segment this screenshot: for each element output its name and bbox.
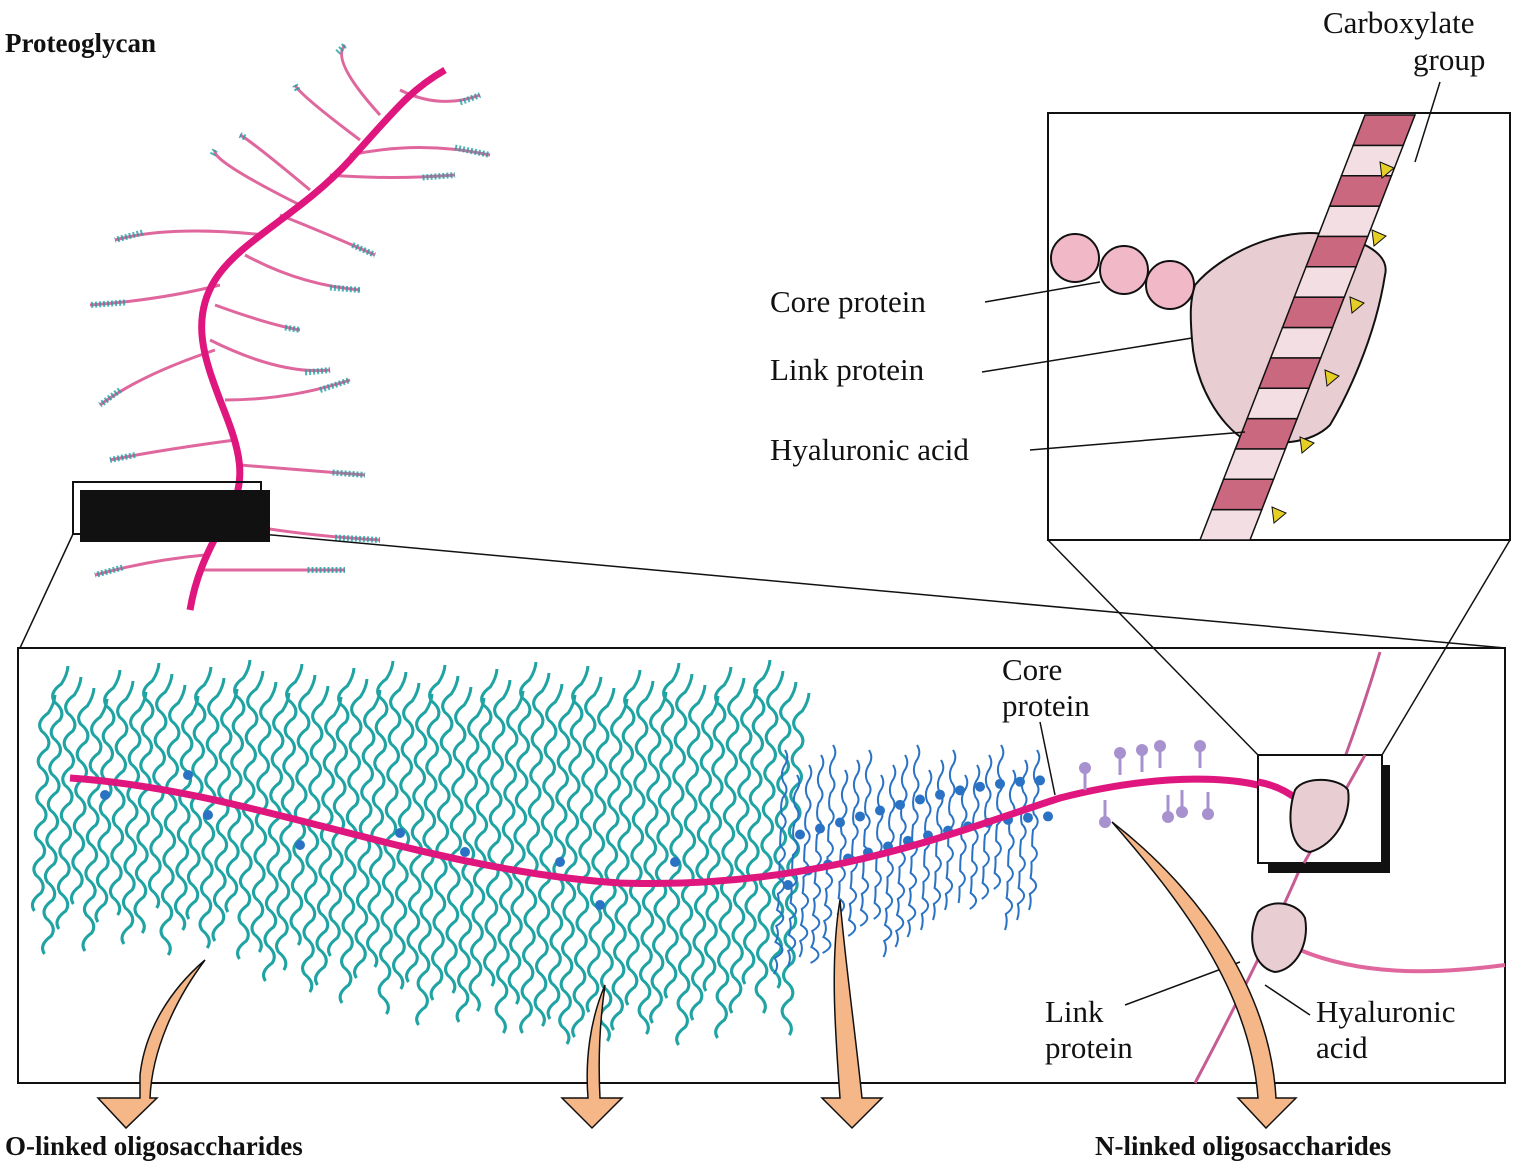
carboxylate-label-line2: group bbox=[1413, 42, 1485, 77]
chain-attachment-knob bbox=[1015, 777, 1025, 787]
proteoglycan-branch bbox=[100, 350, 215, 405]
chain-attachment-knob bbox=[895, 800, 905, 810]
inset-core-protein-label: Core protein bbox=[770, 284, 926, 319]
hyaluronic-acid-label-line2: acid bbox=[1316, 1030, 1368, 1065]
inset-link-protein-label: Link protein bbox=[770, 352, 925, 387]
carboxylate-label-line1: Carboxylate bbox=[1323, 5, 1475, 40]
hyaluronic-acid-segment bbox=[1212, 479, 1274, 509]
zoom-connector-left bbox=[20, 534, 73, 648]
chain-attachment-knob bbox=[1043, 811, 1053, 821]
hyaluronic-acid-segment bbox=[1224, 449, 1286, 479]
chain-attachment-knob bbox=[975, 782, 985, 792]
chain-attachment-knob bbox=[835, 818, 845, 828]
chain-attachment-knob bbox=[855, 811, 865, 821]
n-linked-sugar bbox=[1194, 740, 1206, 752]
inset-hyaluronic-acid-label: Hyaluronic acid bbox=[770, 432, 969, 467]
o-linked-oligosaccharides-label: O-linked oligosaccharides bbox=[5, 1131, 303, 1161]
chain-attachment-knob bbox=[955, 785, 965, 795]
n-linked-sugar bbox=[1136, 744, 1148, 756]
hyaluronic-acid-label-line1: Hyaluronic bbox=[1316, 994, 1455, 1029]
link-protein-label-line2: protein bbox=[1045, 1030, 1133, 1065]
chain-attachment-knob bbox=[815, 824, 825, 834]
n-linked-sugar bbox=[1176, 806, 1188, 818]
chain-attachment-knob bbox=[1023, 813, 1033, 823]
chain-attachment-knob bbox=[670, 857, 680, 867]
hyaluronic-acid-segment bbox=[1294, 267, 1356, 297]
n-linked-sugar bbox=[1114, 747, 1126, 759]
chain-attachment-knob bbox=[935, 790, 945, 800]
chain-attachment-knob bbox=[995, 779, 1005, 789]
n-linked-sugar bbox=[1099, 816, 1111, 828]
hyaluronic-acid-segment bbox=[1200, 510, 1262, 540]
proteoglycan-branch bbox=[240, 135, 310, 190]
proteoglycan-branch bbox=[210, 340, 330, 371]
hyaluronic-acid-segment bbox=[1341, 145, 1403, 175]
chain-attachment-knob bbox=[295, 840, 305, 850]
chain-attachment-knob bbox=[395, 828, 405, 838]
link-protein-label-line1: Link bbox=[1045, 994, 1104, 1029]
zoom-connector-right bbox=[261, 534, 1505, 648]
hyaluronic-acid-segment bbox=[1330, 176, 1392, 206]
chain-attachment-knob bbox=[460, 847, 470, 857]
proteoglycan-branch bbox=[95, 555, 205, 575]
n-linked-sugar bbox=[1079, 762, 1091, 774]
n-linked-sugar bbox=[1202, 808, 1214, 820]
chain-attachment-knob bbox=[203, 810, 213, 820]
proteoglycan-branch bbox=[110, 440, 235, 460]
proteoglycan-label: Proteoglycan bbox=[5, 28, 156, 58]
hyaluronic-acid-segment bbox=[1318, 206, 1380, 236]
chain-attachment-knob bbox=[1035, 775, 1045, 785]
proteoglycan-branch bbox=[342, 45, 380, 115]
chain-attachment-knob bbox=[183, 770, 193, 780]
hyaluronic-acid-segment bbox=[1353, 115, 1415, 145]
n-linked-oligosaccharides-label: N-linked oligosaccharides bbox=[1095, 1131, 1391, 1161]
chain-attachment-knob bbox=[795, 829, 805, 839]
hyaluronic-acid-segment bbox=[1259, 358, 1321, 388]
hyaluronic-acid-segment bbox=[1235, 419, 1297, 449]
chain-attachment-knob bbox=[595, 900, 605, 910]
proteoglycan-branch bbox=[245, 255, 360, 290]
aggrecan-panel bbox=[18, 648, 1505, 1083]
proteoglycan-branch bbox=[90, 285, 220, 305]
n-linked-sugar bbox=[1162, 811, 1174, 823]
core-protein-globule bbox=[1100, 246, 1148, 294]
n-linked-sugar bbox=[1154, 740, 1166, 752]
hyaluronic-acid-segment bbox=[1247, 388, 1309, 418]
core-protein-label-line2: protein bbox=[1002, 688, 1090, 723]
hyaluronic-acid-segment bbox=[1271, 328, 1333, 358]
core-protein-globule bbox=[1051, 234, 1099, 282]
proteoglycan-branch bbox=[225, 380, 350, 400]
hyaluronic-acid-segment bbox=[1283, 297, 1345, 327]
proteoglycan-branch bbox=[295, 85, 360, 140]
chain-attachment-knob bbox=[100, 790, 110, 800]
hyaluronic-acid-segment bbox=[1306, 236, 1368, 266]
chain-attachment-knob bbox=[915, 795, 925, 805]
chain-attachment-knob bbox=[555, 857, 565, 867]
proteoglycan-branch bbox=[215, 305, 300, 330]
proteoglycan-branch bbox=[215, 150, 300, 205]
core-protein-globule bbox=[1146, 261, 1194, 309]
detail-inset bbox=[982, 82, 1510, 540]
proteoglycan-branch-gag bbox=[90, 303, 125, 306]
chain-attachment-knob bbox=[783, 880, 793, 890]
proteoglycan-overview bbox=[73, 45, 490, 610]
core-protein-label-line1: Core bbox=[1002, 652, 1062, 687]
chain-attachment-knob bbox=[875, 806, 885, 816]
